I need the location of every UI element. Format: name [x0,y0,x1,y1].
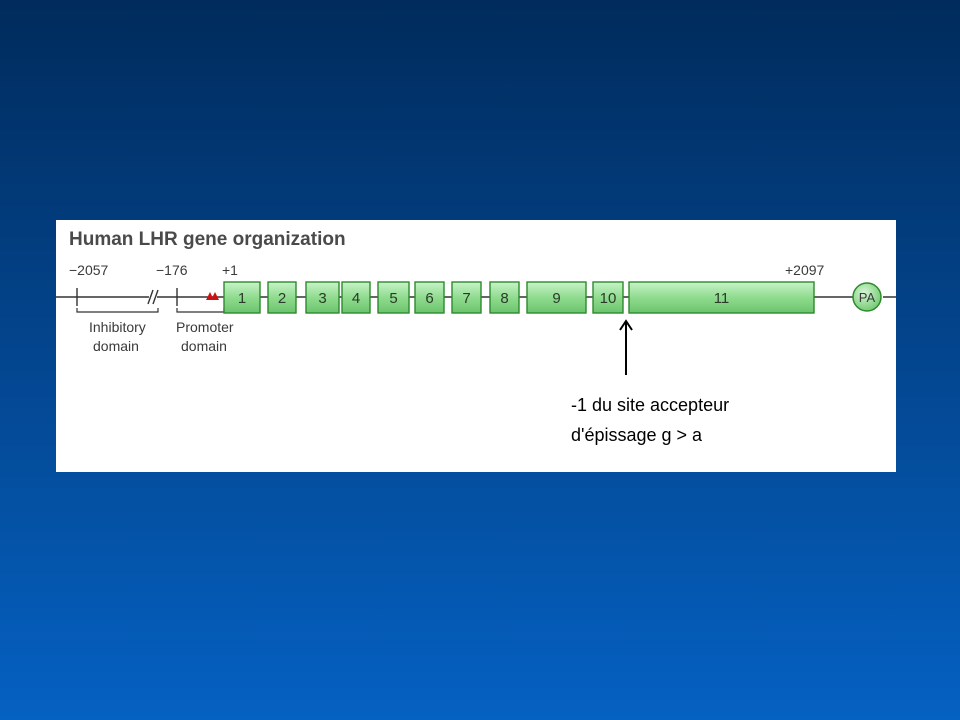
exon-label: 5 [389,290,397,307]
exon-box [223,281,261,314]
exon-box [451,281,482,314]
exon-11: 11 [628,281,815,314]
annotation-line1: -1 du site accepteur [571,395,730,415]
sequence-break-mark [147,289,159,305]
position-label-upstream: −2057 [69,262,109,278]
exon-label: 2 [278,290,286,307]
exon-6: 6 [414,281,445,314]
exon-label: 6 [425,290,433,307]
exon-10: 10 [592,281,624,314]
exon-8: 8 [489,281,520,314]
exon-box [305,281,340,314]
exon-4: 4 [341,281,371,314]
polya-signal: PA [852,282,882,312]
exon-5: 5 [377,281,410,314]
position-label-end: +2097 [785,262,825,278]
promoter-element-triangles [206,292,219,300]
promoter-domain-bracket [176,308,225,313]
exon-label: 11 [714,290,730,307]
splice-site-arrow [619,319,633,375]
exon-box [267,281,297,314]
inhibitory-domain-label-line2: domain [93,338,139,354]
diagram-title: Human LHR gene organization [69,229,346,250]
exon-1: 1 [223,281,261,314]
exon-box [526,281,587,314]
exon-label: 8 [500,290,508,307]
polya-label: PA [859,290,876,305]
exon-3: 3 [305,281,340,314]
exon-label: 4 [352,290,360,307]
exon-box [489,281,520,314]
inhibitory-domain-label-line1: Inhibitory [89,319,146,335]
exon-7: 7 [451,281,482,314]
exon-box [414,281,445,314]
promoter-domain-label-line2: domain [181,338,227,354]
position-ticks [76,288,178,306]
annotation-line2: d'épissage g > a [571,425,703,445]
exon-box [377,281,410,314]
exon-box [341,281,371,314]
exon-label: 3 [318,290,326,307]
position-label-promoter: −176 [156,262,188,278]
exon-label: 1 [238,290,246,307]
inhibitory-domain-bracket [76,308,159,313]
gene-diagram: Human LHR gene organization −2057 −176 +… [56,229,896,375]
exon-label: 9 [552,290,560,307]
exon-box [592,281,624,314]
exon-label: 10 [600,290,617,307]
exon-layer: 1 2 3 4 5 6 7 8 9 10 11 [223,281,815,314]
exon-label: 7 [462,290,470,307]
position-label-tss: +1 [222,262,238,278]
promoter-domain-label-line1: Promoter [176,319,234,335]
exon-2: 2 [267,281,297,314]
gene-diagram-panel: Human LHR gene organization −2057 −176 +… [56,220,896,472]
exon-9: 9 [526,281,587,314]
exon-box [628,281,815,314]
